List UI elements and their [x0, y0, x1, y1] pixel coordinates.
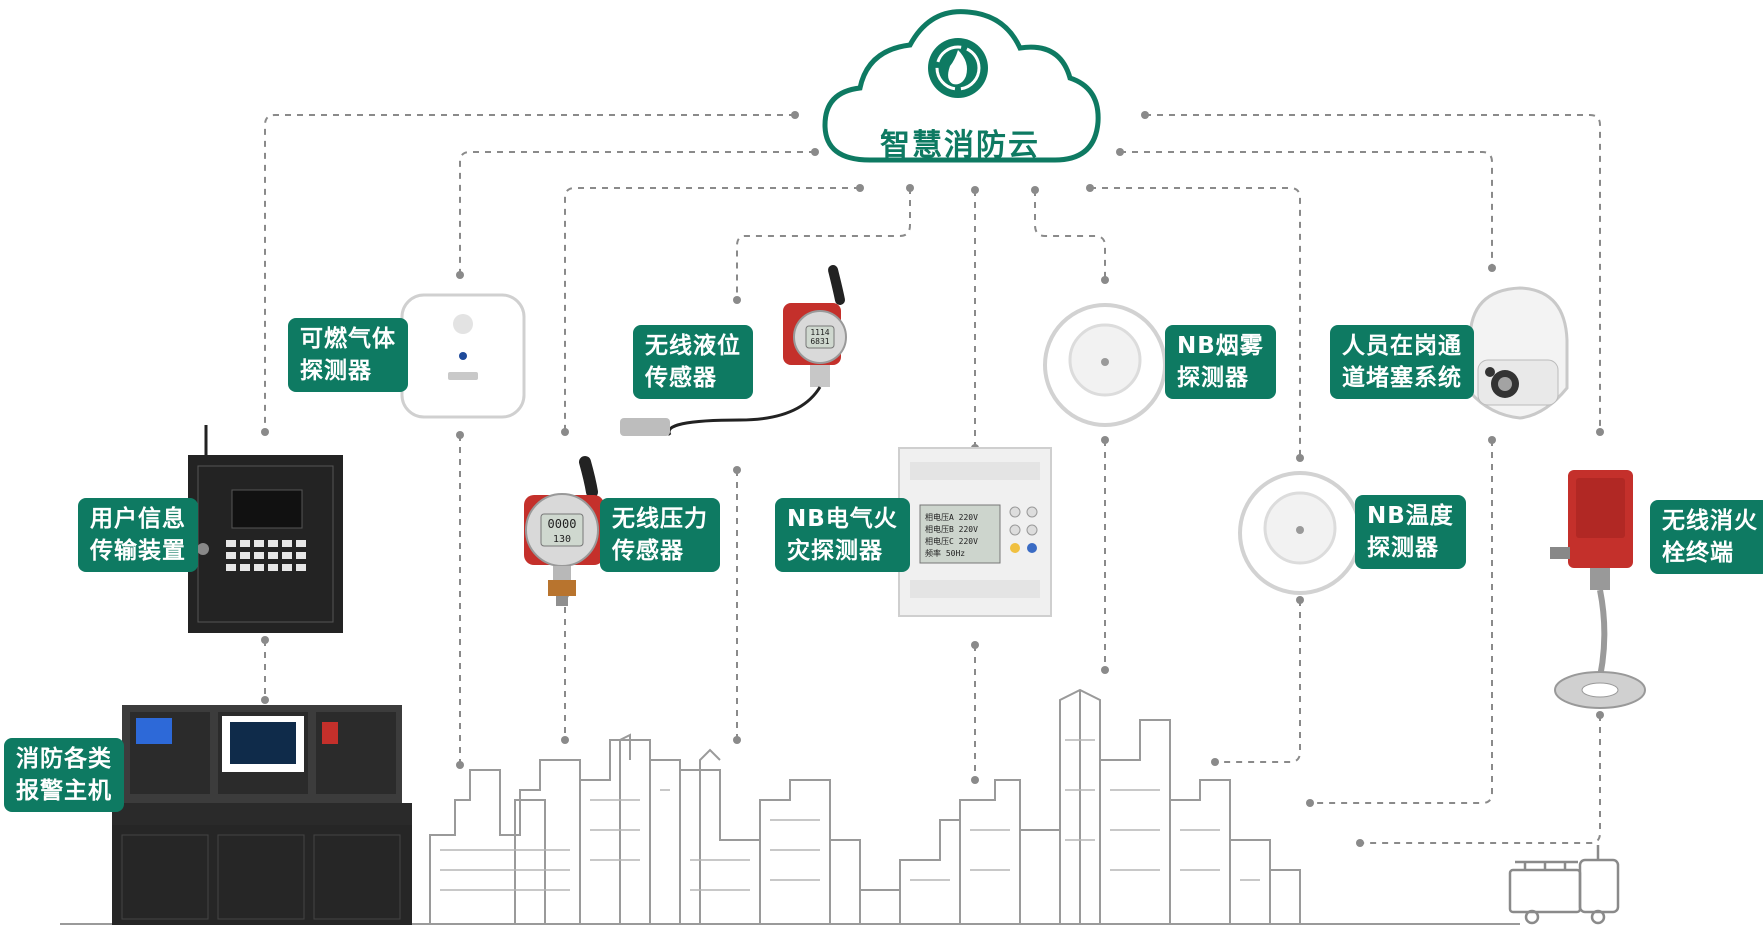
- cloud-title: 智慧消防云: [880, 128, 1040, 163]
- label-electrical-fire: NB电气火灾探测器: [775, 498, 910, 572]
- city-skyline-icon: [429, 688, 1301, 924]
- pressure-sensor-icon: 0000 130: [524, 456, 604, 606]
- label-gas-detector: 可燃气体探测器: [288, 318, 408, 392]
- gas-detector-icon: [400, 293, 526, 419]
- fire-truck-icon: [1508, 845, 1620, 925]
- connector-dots: [261, 111, 1604, 847]
- transmission-device-icon: [188, 425, 343, 633]
- level-screen-line-2: 6831: [810, 337, 829, 346]
- alarm-console-icon: [112, 705, 412, 925]
- electrical-fire-detector-icon: 相电压A 220V 相电压B 220V 相电压C 220V 频率 50Hz: [898, 447, 1052, 617]
- city-windows: [440, 739, 1260, 891]
- elec-screen-line-1: 相电压A 220V: [925, 512, 978, 522]
- label-level-sensor: 无线液位传感器: [633, 325, 753, 399]
- label-smoke-detector: NB烟雾探测器: [1165, 325, 1276, 399]
- connector-lines: [264, 114, 1601, 844]
- label-pressure-sensor: 无线压力传感器: [600, 498, 720, 572]
- dome-camera-icon: [1468, 286, 1569, 420]
- smoke-detector-icon: [1043, 303, 1167, 427]
- label-user-transmission: 用户信息传输装置: [78, 498, 198, 572]
- temperature-detector-icon: [1238, 471, 1362, 595]
- level-screen-line-1: 1114: [810, 328, 829, 337]
- elec-screen-line-4: 频率 50Hz: [925, 548, 965, 558]
- label-alarm-console: 消防各类报警主机: [4, 738, 124, 812]
- level-sensor-icon: 1114 6831: [620, 265, 847, 436]
- pressure-screen-line-1: 0000: [548, 517, 577, 531]
- elec-screen-line-3: 相电压C 220V: [925, 536, 978, 546]
- elec-screen-line-2: 相电压B 220V: [925, 524, 978, 534]
- pressure-screen-line-2: 130: [553, 534, 571, 545]
- label-temperature-detector: NB温度探测器: [1355, 495, 1466, 569]
- label-hydrant-terminal: 无线消火栓终端: [1650, 500, 1763, 574]
- label-person-channel-system: 人员在岗通道堵塞系统: [1330, 325, 1474, 399]
- hydrant-terminal-icon: [1550, 470, 1646, 709]
- fire-cloud-icon: [822, 9, 1101, 163]
